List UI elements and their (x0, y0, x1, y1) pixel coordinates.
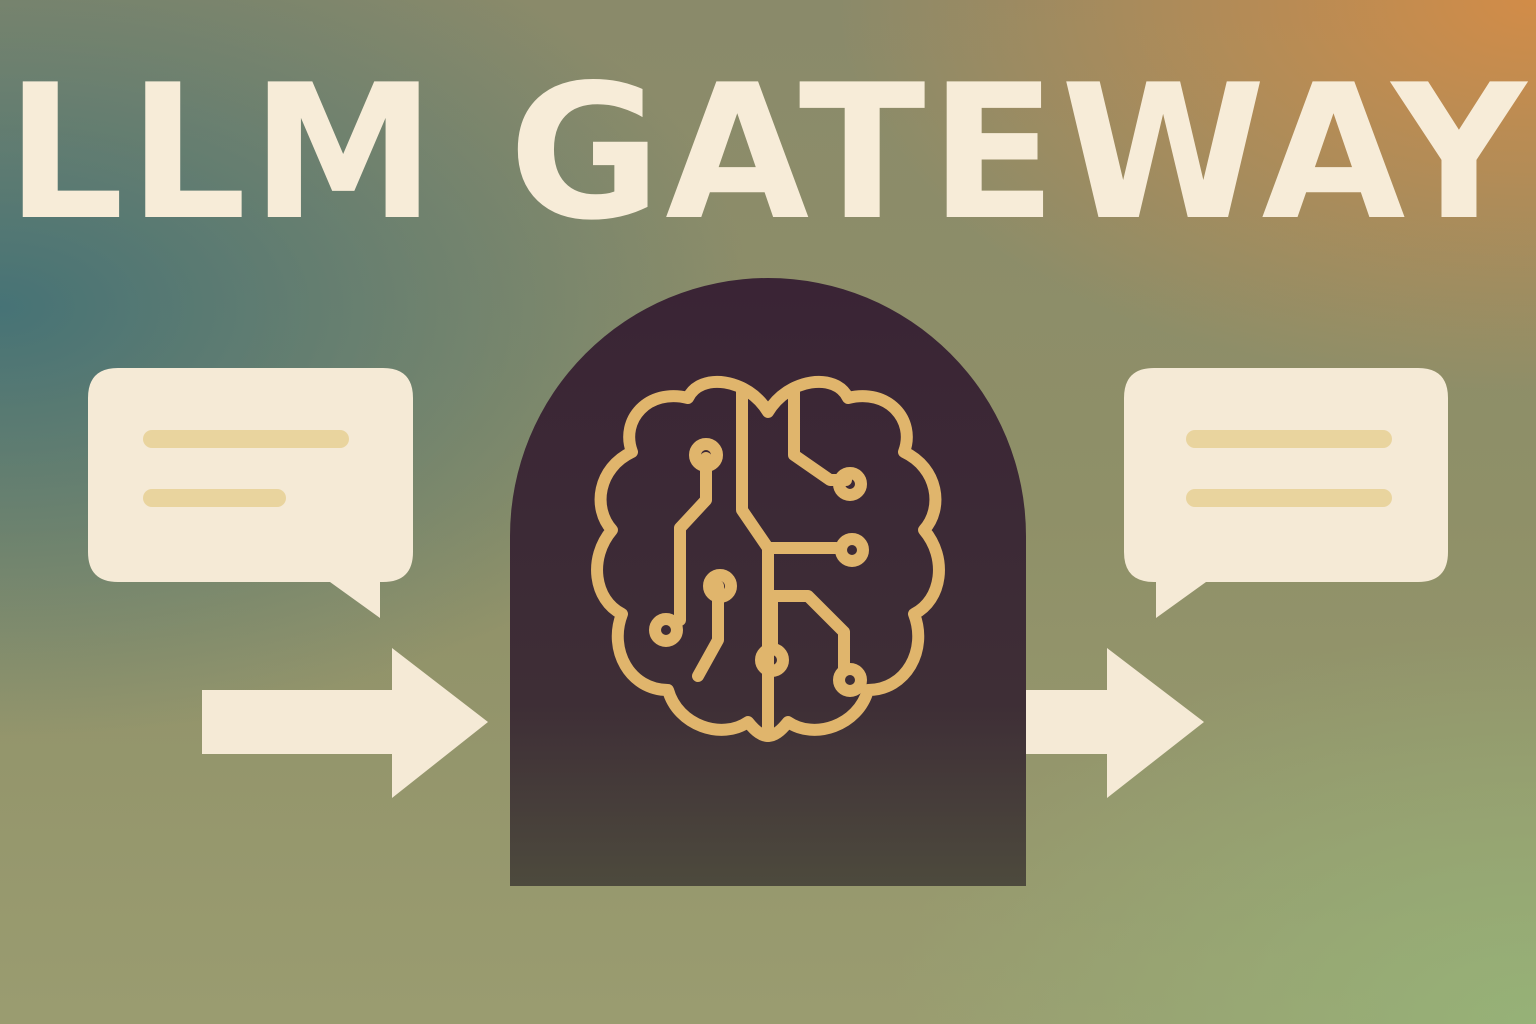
circuit-node (833, 663, 867, 697)
input-speech-bubble-icon (88, 368, 413, 618)
circuit-node (835, 533, 869, 567)
bubble-line (143, 430, 349, 448)
bubble-line (1186, 489, 1392, 507)
output-speech-bubble-icon (1124, 368, 1448, 618)
circuit-node (649, 613, 683, 647)
circuit-node (833, 467, 867, 501)
output-arrow-icon (969, 648, 1204, 798)
brain-circuit-icon (591, 376, 945, 742)
circuit-node (689, 438, 723, 472)
bubble-line (1186, 430, 1392, 448)
circuit-node (703, 569, 737, 603)
page-title: LLM GATEWAY (5, 44, 1531, 261)
bubble-line (143, 489, 286, 507)
circuit-node (755, 643, 789, 677)
input-arrow-icon (202, 648, 488, 798)
